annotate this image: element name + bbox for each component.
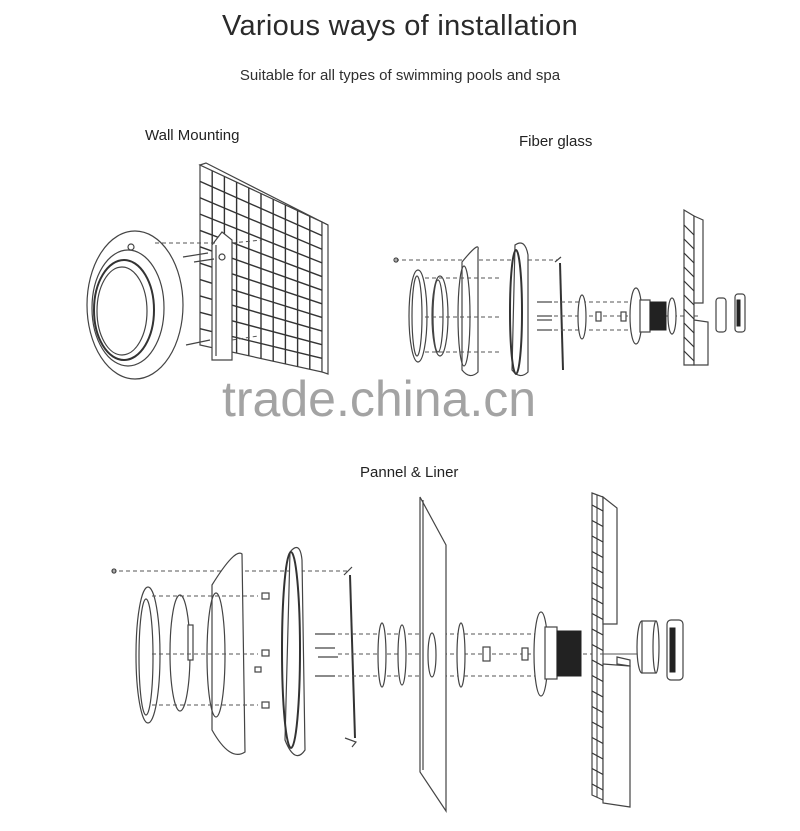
lens xyxy=(169,594,194,712)
grid-line xyxy=(683,294,695,306)
fiberglass-wall xyxy=(683,208,709,366)
grid-line xyxy=(683,238,695,250)
fiber-glass-label: Fiber glass xyxy=(519,133,593,150)
lock-ring xyxy=(636,620,660,674)
mounting-bracket xyxy=(211,231,233,361)
panel-liner-exploded-diagram xyxy=(111,492,684,813)
tile-wall xyxy=(591,492,631,808)
grid-line xyxy=(683,350,695,362)
front-ring xyxy=(408,269,428,363)
nut xyxy=(734,293,746,333)
wall-mount-diagram xyxy=(86,162,329,380)
niche-flange xyxy=(533,611,582,697)
watermark: trade.china.cn xyxy=(222,371,537,427)
liner-panel xyxy=(419,496,447,813)
grid-line xyxy=(683,336,695,348)
screws xyxy=(254,592,338,709)
housing-shell xyxy=(281,546,306,757)
mounting-bar xyxy=(343,566,357,748)
grid-line xyxy=(683,322,695,334)
nut xyxy=(666,619,684,681)
connector xyxy=(482,646,491,662)
reflector xyxy=(457,246,479,377)
panel-liner-label: Pannel & Liner xyxy=(360,464,459,481)
wall-mounting-label: Wall Mounting xyxy=(145,127,240,144)
fiberglass-exploded-diagram xyxy=(393,208,746,377)
grid-line xyxy=(199,213,323,264)
pool-light-housing xyxy=(86,230,184,380)
housing-shell xyxy=(509,242,529,377)
niche-flange xyxy=(629,287,667,345)
grid-line xyxy=(199,180,323,237)
lens xyxy=(431,275,449,357)
washer xyxy=(667,297,677,335)
grid-line xyxy=(683,308,695,320)
grid-line xyxy=(683,280,695,292)
gasket xyxy=(577,294,587,340)
grid-line xyxy=(683,224,695,236)
screws xyxy=(537,301,552,331)
grid-line xyxy=(683,266,695,278)
page-title: Various ways of installation xyxy=(221,10,579,42)
page-subtitle: Suitable for all types of swimming pools… xyxy=(239,67,561,84)
connector-2 xyxy=(521,647,529,661)
connector xyxy=(595,311,602,322)
front-ring xyxy=(135,586,161,724)
connector-2 xyxy=(620,311,627,322)
gasket-2 xyxy=(397,624,407,686)
reflector xyxy=(206,552,246,755)
lock-ring xyxy=(715,297,727,333)
washer xyxy=(456,622,466,688)
grid-line xyxy=(199,197,323,250)
mounting-bar xyxy=(554,256,564,371)
gasket xyxy=(377,622,387,688)
grid-line xyxy=(683,252,695,264)
